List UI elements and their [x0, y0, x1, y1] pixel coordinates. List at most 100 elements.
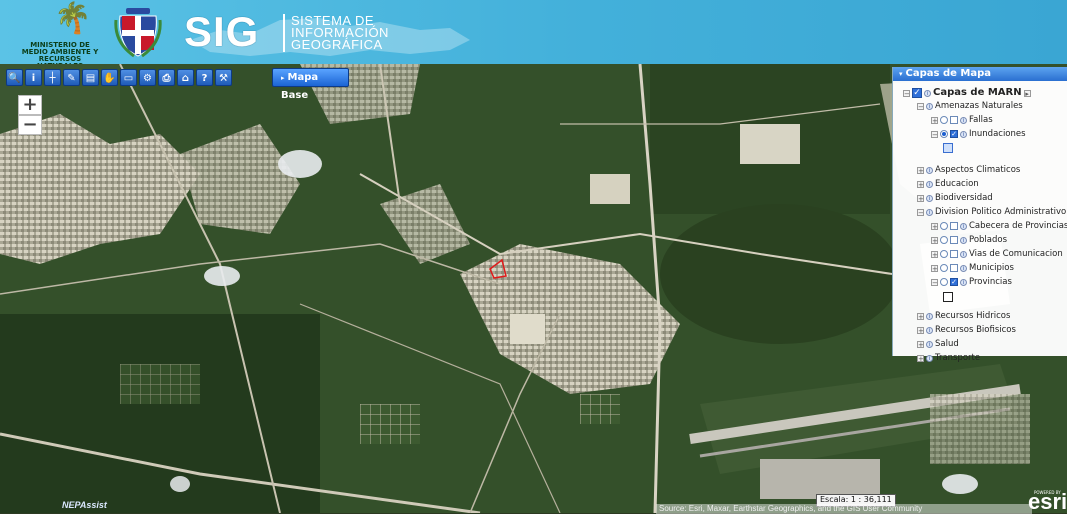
chevron-down-icon: ▾ [899, 70, 903, 78]
nepassist-logo[interactable]: NEPAssist [62, 500, 107, 510]
expand-icon[interactable]: + [917, 326, 924, 335]
zoom-control: + − [18, 95, 42, 135]
esri-logo[interactable]: esri [1028, 489, 1067, 514]
layer-radio[interactable] [940, 250, 948, 258]
expand-icon[interactable]: + [917, 166, 924, 175]
map-attribution: Source: Esri, Maxar, Earthstar Geographi… [656, 504, 1032, 514]
layer-label: Transporte [935, 353, 981, 363]
measure-icon[interactable]: ┼ [44, 69, 61, 86]
layer-checkbox[interactable]: ✓ [950, 278, 958, 286]
collapse-icon[interactable]: − [917, 208, 924, 217]
info-icon[interactable]: i [960, 236, 967, 244]
info-icon[interactable]: i [960, 130, 967, 138]
info-icon[interactable]: i [926, 208, 933, 216]
info-icon[interactable]: i [25, 69, 42, 86]
layer-fallas: + i Fallas [931, 114, 993, 126]
layers-panel-header[interactable]: ▾Capas de Mapa [893, 67, 1067, 81]
expand-icon[interactable]: + [931, 250, 938, 259]
info-icon[interactable]: i [960, 222, 967, 230]
layer-radio[interactable] [940, 264, 948, 272]
sig-logo: SIG [184, 8, 260, 55]
draw-icon[interactable]: ✎ [63, 69, 80, 86]
layer-label: Inundaciones [969, 129, 1026, 139]
layer-provincias: − ✓ i Provincias [931, 276, 1012, 288]
ministry-logo[interactable]: 🌴 MINISTERIO DE MEDIO AMBIENTE Y RECURSO… [20, 4, 100, 65]
layer-group-salud: + i Salud [917, 338, 959, 350]
basemap-button[interactable]: ▸Mapa Base [272, 68, 349, 101]
collapse-icon[interactable]: − [931, 278, 938, 287]
layer-label: Recursos Hidricos [935, 311, 1011, 321]
layer-group-biofisicos: + i Recursos Biofisicos [917, 324, 1016, 336]
layer-radio[interactable] [940, 222, 948, 230]
info-icon[interactable]: i [926, 340, 933, 348]
collapse-icon[interactable]: − [931, 130, 938, 139]
expand-icon[interactable]: + [931, 236, 938, 245]
layer-vias: + i Vias de Comunicacion [931, 248, 1063, 260]
layer-poblados: + i Poblados [931, 234, 1007, 246]
layer-checkbox[interactable] [950, 250, 958, 258]
layer-label: Recursos Biofisicos [935, 325, 1016, 335]
settings-icon[interactable]: ⚒ [215, 69, 232, 86]
info-icon[interactable]: i [960, 264, 967, 272]
info-icon[interactable]: i [924, 89, 931, 97]
layers-panel-title: Capas de Mapa [905, 68, 991, 79]
expand-icon[interactable]: + [917, 194, 924, 203]
info-icon[interactable]: i [960, 116, 967, 124]
layer-checkbox[interactable]: ✓ [950, 130, 958, 138]
expand-icon[interactable]: + [917, 340, 924, 349]
info-icon[interactable]: i [926, 166, 933, 174]
legend-swatch-provincias [943, 292, 953, 302]
layer-label: Fallas [969, 115, 993, 125]
legend-swatch-inundaciones [943, 143, 953, 153]
expand-icon[interactable]: + [931, 264, 938, 273]
layer-radio[interactable] [940, 130, 948, 138]
powered-by-label: POWERED BY [1034, 490, 1061, 495]
home-icon[interactable]: ⌂ [177, 69, 194, 86]
logo-divider [283, 14, 285, 52]
sig-subtitle: SISTEMA DE INFORMACIÓN GEOGRÁFICA [291, 13, 389, 52]
layer-label: Provincias [969, 277, 1012, 287]
search-icon[interactable]: 🔍 [6, 69, 23, 86]
layer-checkbox[interactable] [950, 264, 958, 272]
zoom-out-button[interactable]: − [18, 115, 42, 135]
layer-cabecera: + i Cabecera de Provincias [931, 220, 1067, 232]
layer-label: Amenazas Naturales [935, 101, 1023, 111]
collapse-icon[interactable]: − [917, 102, 924, 111]
info-icon[interactable]: i [926, 354, 933, 362]
print-icon[interactable]: ⎙ [158, 69, 175, 86]
selected-parcel-outline[interactable] [489, 258, 507, 279]
menu-icon[interactable]: ▸ [1023, 89, 1031, 98]
help-icon[interactable]: ? [196, 69, 213, 86]
info-icon[interactable]: i [926, 326, 933, 334]
info-icon[interactable]: i [960, 250, 967, 258]
app-header: 🌴 MINISTERIO DE MEDIO AMBIENTE Y RECURSO… [0, 0, 1067, 64]
scale-icon[interactable]: ▭ [120, 69, 137, 86]
collapse-icon[interactable]: − [903, 89, 910, 98]
expand-icon[interactable]: + [917, 180, 924, 189]
expand-icon[interactable]: + [917, 354, 924, 363]
layer-radio[interactable] [940, 116, 948, 124]
info-icon[interactable]: i [926, 102, 933, 110]
zoom-in-button[interactable]: + [18, 95, 42, 115]
layer-radio[interactable] [940, 278, 948, 286]
layer-checkbox[interactable] [950, 236, 958, 244]
expand-icon[interactable]: + [917, 312, 924, 321]
layers-icon[interactable]: ✋ [101, 69, 118, 86]
expand-icon[interactable]: + [931, 222, 938, 231]
tools-icon[interactable]: ⚙ [139, 69, 156, 86]
layers-panel: ▾Capas de Mapa − ✓ i Capas de MARN ▸ − i… [892, 67, 1067, 363]
info-icon[interactable]: i [960, 278, 967, 286]
layer-inundaciones: − ✓ i Inundaciones [931, 128, 1026, 140]
info-icon[interactable]: i [926, 312, 933, 320]
layer-checkbox[interactable] [950, 222, 958, 230]
root-checkbox[interactable]: ✓ [912, 88, 922, 98]
layer-root: − ✓ i Capas de MARN ▸ [903, 87, 1033, 99]
layer-checkbox[interactable] [950, 116, 958, 124]
layer-radio[interactable] [940, 236, 948, 244]
info-icon[interactable]: i [926, 194, 933, 202]
layer-label: Cabecera de Provincias [969, 221, 1067, 231]
layer-label: Biodiversidad [935, 193, 993, 203]
info-icon[interactable]: i [926, 180, 933, 188]
expand-icon[interactable]: + [931, 116, 938, 125]
list-icon[interactable]: ▤ [82, 69, 99, 86]
